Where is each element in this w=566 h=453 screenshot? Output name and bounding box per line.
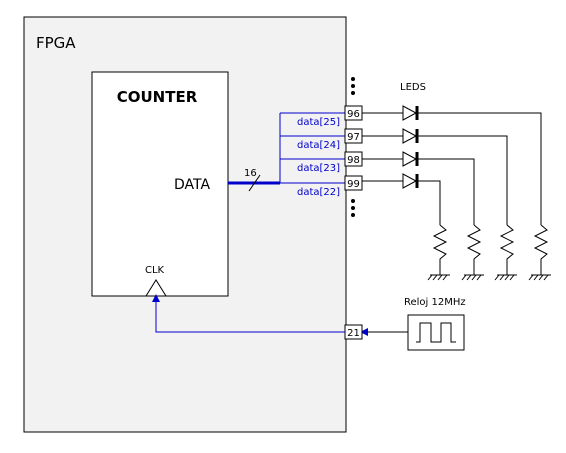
- wire-led3: [418, 158, 475, 225]
- counter-block: [91, 71, 229, 297]
- clock-source: [407, 314, 465, 351]
- counter-title: COUNTER: [117, 88, 198, 106]
- square-wave-icon: [416, 322, 456, 343]
- pin-number-21: 21: [347, 328, 360, 339]
- resistor-4: [432, 224, 448, 275]
- leds-label: LEDS: [400, 82, 426, 93]
- led-diode-4: [402, 173, 419, 189]
- clock-label: Reloj 12MHz: [404, 297, 466, 308]
- signal-label-23: data[23]: [297, 163, 340, 174]
- pin-number-99: 99: [347, 179, 360, 190]
- pin-number-98: 98: [347, 155, 360, 166]
- bus-slash: [248, 174, 261, 192]
- pin-box-99: [344, 175, 363, 191]
- ellipsis-dots-top: [351, 77, 355, 95]
- resistor-1: [533, 224, 549, 275]
- data-port-label: DATA: [174, 177, 210, 193]
- wire-led1: [418, 112, 542, 225]
- led-diode-1: [402, 105, 419, 121]
- signal-label-24: data[24]: [297, 140, 340, 151]
- signal-label-25: data[25]: [297, 117, 340, 128]
- ground-symbol-2: [494, 274, 517, 281]
- bus-width-label: 16: [244, 168, 257, 179]
- ground-symbol-4: [427, 274, 450, 281]
- led-diode-3: [402, 151, 419, 167]
- clk-signal-line: [152, 294, 345, 333]
- ellipsis-dots-bottom: [351, 199, 355, 217]
- signal-label-22: data[22]: [297, 187, 340, 198]
- wire-led4: [418, 180, 441, 225]
- ground-symbol-1: [528, 274, 551, 281]
- resistor-3: [466, 224, 482, 275]
- wire-led2: [418, 135, 508, 225]
- pin-number-96: 96: [347, 109, 360, 120]
- clk-port-label: CLK: [145, 265, 165, 276]
- fpga-label: FPGA: [36, 34, 76, 52]
- resistor-2: [499, 224, 515, 275]
- led-diode-2: [402, 128, 419, 144]
- ground-symbol-3: [461, 274, 484, 281]
- pin-number-97: 97: [347, 132, 360, 143]
